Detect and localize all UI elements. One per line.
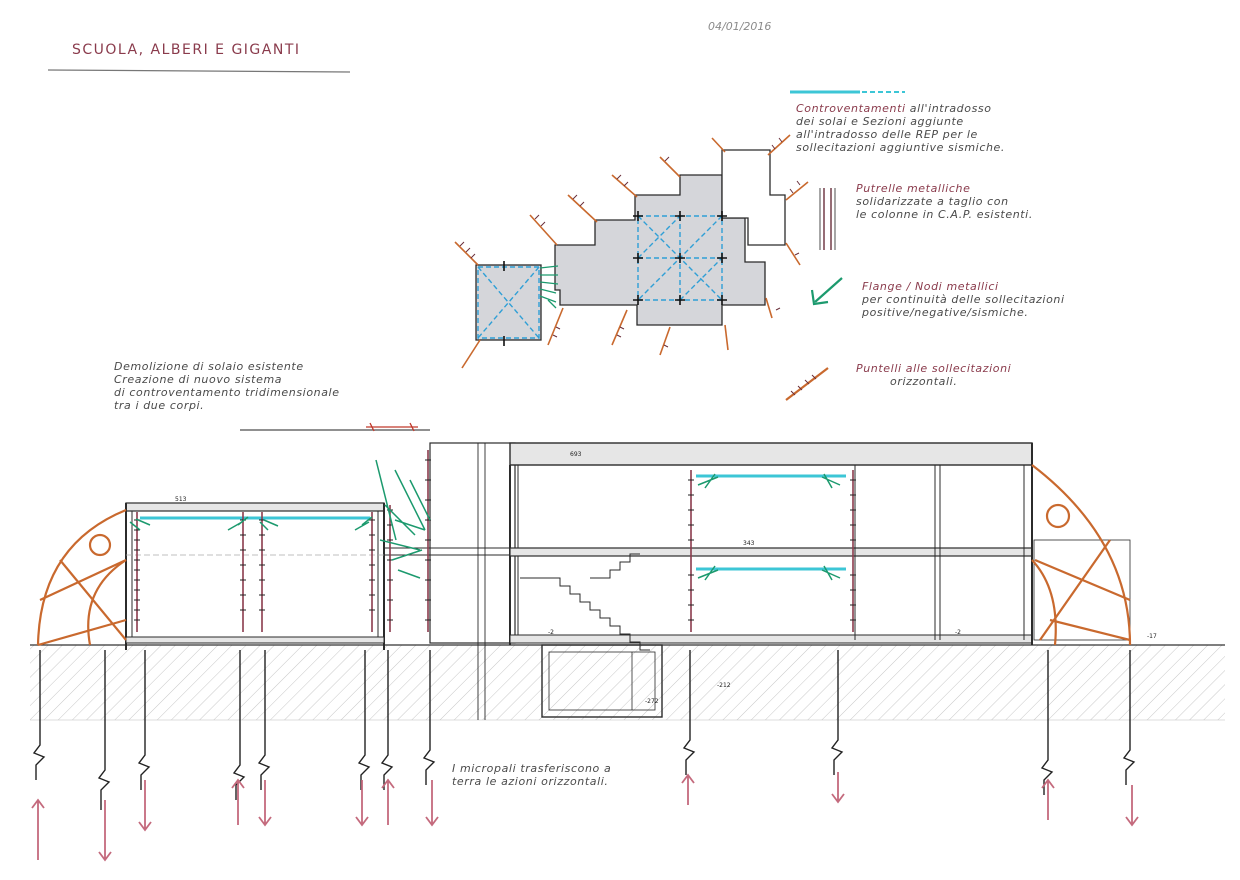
legend-body-bracing: all'intradosso dei solai e Sezioni aggiu… — [796, 102, 1006, 154]
legend-symbols — [785, 90, 905, 401]
ground-soil — [30, 645, 1225, 720]
level-basement-b: -212 — [717, 682, 731, 689]
legend-item-struts: Puntelli alle sollecitazioni orizzontali… — [856, 362, 1011, 388]
legend-body-beams: solidarizzate a taglio con le colonne in… — [856, 195, 1033, 221]
legend-body-flanges: per continuità delle sollecitazioni posi… — [862, 293, 1065, 319]
legend-head-beams: Putrelle metalliche — [856, 182, 971, 195]
legend-item-flanges: Flange / Nodi metallici per continuità d… — [862, 280, 1065, 319]
legend-body-struts: orizzontali. — [890, 375, 958, 388]
plan-main-block — [554, 174, 766, 326]
micropiles — [32, 650, 1136, 810]
sheet-date: 04/01/2016 — [708, 20, 772, 33]
level-ground-b: -2 — [955, 629, 961, 636]
plan-annex-block — [721, 149, 786, 246]
section-flanges — [129, 459, 841, 581]
legend-item-bracing: Controventamenti all'intradosso dei sola… — [796, 102, 1005, 154]
sheet-title: SCUOLA, ALBERI E GIGANTI — [72, 42, 301, 58]
dimension-mark — [366, 422, 418, 432]
giant-arch-right — [1031, 464, 1132, 646]
micropali-note: I micropali trasferiscono a terra le azi… — [452, 762, 612, 788]
floor-plan — [454, 134, 809, 369]
reaction-arrows — [31, 772, 1139, 862]
legend-head-bracing: Controventamenti — [796, 102, 906, 115]
demolition-note: Demolizione di solaio esistente Creazion… — [114, 360, 340, 412]
level-ground-c: -17 — [1147, 633, 1157, 640]
plan-isolated-block — [475, 264, 542, 341]
level-basement-a: -272 — [645, 698, 659, 705]
level-ground-a: -2 — [548, 629, 554, 636]
building-section — [125, 442, 1131, 720]
section-bracing — [140, 474, 846, 571]
level-roof-left: 513 — [175, 496, 187, 503]
giant-arch-left — [36, 508, 127, 647]
level-roof-right: 693 — [570, 451, 582, 458]
legend-item-beams: Putrelle metalliche solidarizzate a tagl… — [856, 182, 1033, 221]
legend-head-flanges: Flange / Nodi metallici — [862, 280, 999, 293]
legend-head-struts: Puntelli alle sollecitazioni — [856, 362, 1012, 375]
level-mid-floor: 343 — [743, 540, 755, 547]
title-underline — [47, 69, 351, 73]
